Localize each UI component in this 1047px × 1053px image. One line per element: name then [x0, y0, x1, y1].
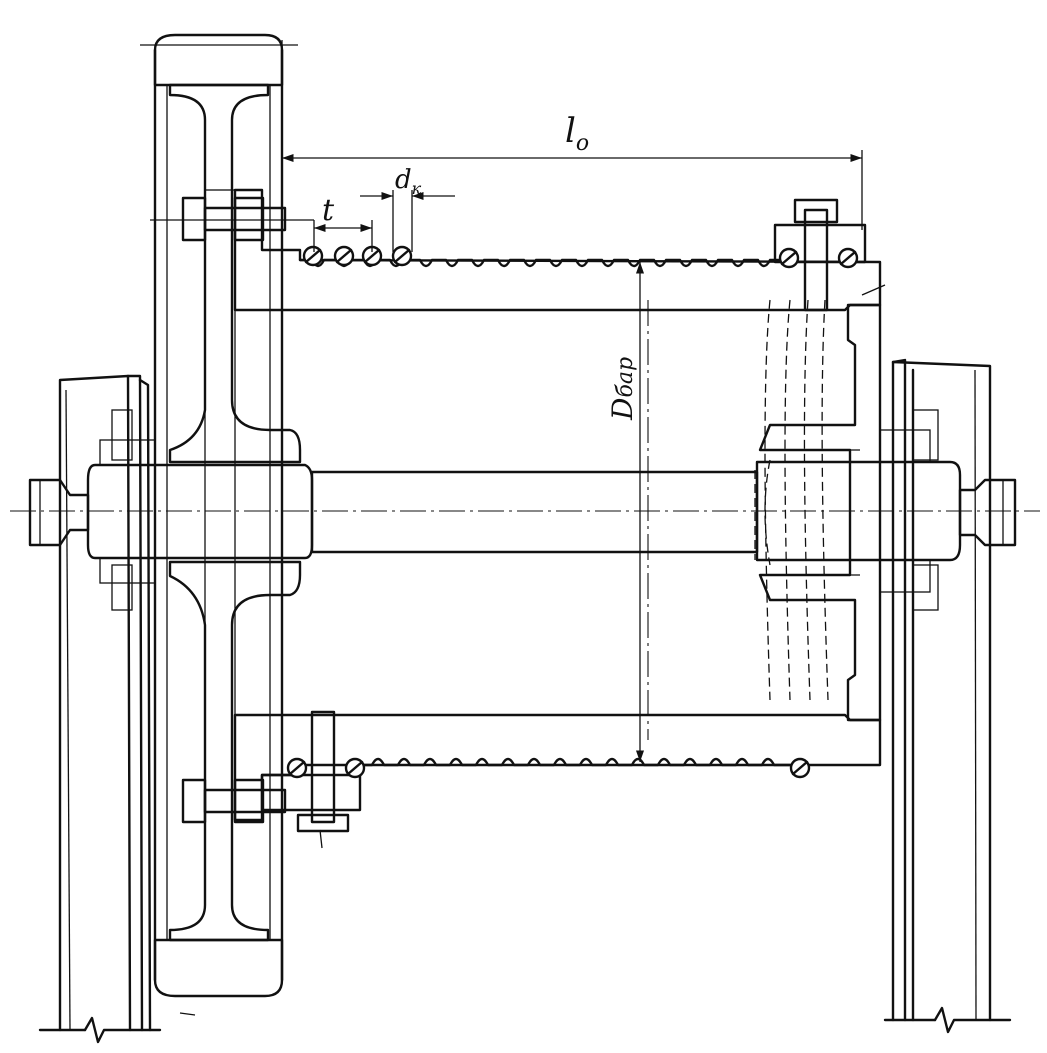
drum: [233, 188, 882, 822]
dimension-rope-diameter: [360, 190, 455, 252]
right-bearing: [879, 409, 939, 611]
left-bearing: [99, 409, 156, 611]
gear-wheel: [153, 33, 302, 998]
shaft: [28, 460, 1017, 562]
bolts: [181, 196, 867, 833]
length-label: lo: [565, 111, 589, 156]
drum-diameter-label: Dбар: [606, 357, 639, 421]
dimension-length: [140, 40, 863, 230]
pitch-label: t: [322, 193, 335, 228]
left-support-frame: [38, 374, 162, 1044]
centerlines: [10, 300, 1040, 740]
detail-marks: [179, 284, 886, 1016]
rope-diameter-label: dк: [395, 165, 422, 198]
right-support-frame: [883, 358, 1012, 1034]
rope-coils: [286, 245, 859, 779]
dimension-pitch: [150, 219, 373, 252]
